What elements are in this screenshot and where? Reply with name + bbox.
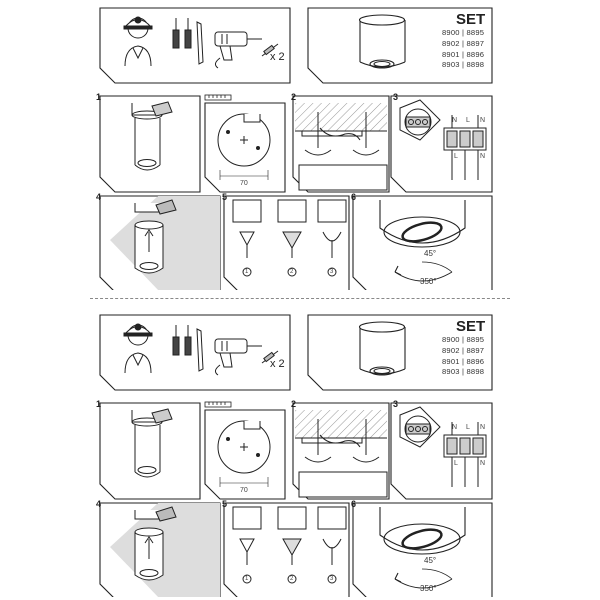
drill-icon	[214, 31, 262, 69]
terminal-label: L	[454, 153, 458, 160]
step3-drawing	[399, 406, 487, 487]
screwdriver-icon	[172, 18, 204, 65]
model-number: 8902 | 8897	[442, 345, 485, 355]
instruction-sheet-bottom: 1 2 3 4 5 6 x 2 SET 8900 | 8895 8902 | 8…	[0, 307, 600, 597]
terminal-label: N	[480, 117, 486, 124]
tilt-angle-label: 45°	[424, 249, 437, 258]
bulb-step-label: 1	[245, 576, 249, 582]
step-number-1: 1	[96, 399, 102, 409]
terminal-label: N	[480, 424, 486, 431]
step-number-6: 6	[351, 192, 357, 202]
set-panel	[307, 314, 493, 391]
ruler	[204, 94, 232, 101]
step1b-panel	[204, 409, 286, 500]
instruction-sheet-top: 1 2 3 4 5 6 x 2 SET 8900 | 8895 8902 | 8…	[0, 0, 600, 290]
rotate-angle-label: 350°	[420, 584, 437, 593]
mounting-plate	[217, 113, 271, 180]
step1-panel	[99, 95, 201, 193]
model-number: 8900 | 8895	[442, 335, 485, 344]
step1b-panel	[204, 102, 286, 193]
bulb-step-label: 3	[330, 269, 334, 275]
terminal-label: N	[452, 424, 458, 431]
step6-panel	[352, 502, 493, 597]
terminal-label: N	[452, 117, 458, 124]
sheet-drawing	[99, 7, 493, 290]
model-number: 8903 | 8898	[442, 60, 485, 70]
downlight-cylinder	[358, 14, 406, 69]
step2-drawing	[295, 103, 388, 191]
step2-drawing	[295, 410, 388, 498]
tools-panel	[99, 314, 291, 391]
step-number-4: 4	[96, 499, 102, 509]
model-number: 8903 | 8898	[442, 367, 485, 377]
step5-panel	[223, 195, 350, 290]
screwdriver-icon	[172, 325, 204, 372]
step-number-5: 5	[222, 499, 228, 509]
model-number: 8901 | 8896	[442, 356, 485, 366]
step-number-1: 1	[96, 92, 102, 102]
set-title: SET	[456, 318, 486, 335]
bulb-step-label: 2	[290, 269, 294, 275]
step3-drawing	[399, 99, 487, 180]
step1-drawing	[131, 101, 173, 171]
bulb-step-label: 3	[330, 576, 334, 582]
step5-drawing	[232, 199, 347, 277]
set-title: SET	[456, 11, 486, 28]
tools-panel	[99, 7, 291, 84]
terminal-label: N	[480, 460, 486, 467]
tool-quantity: x 2	[270, 51, 285, 63]
screw-anchor-icon	[261, 43, 279, 57]
model-list: 8900 | 8895 8902 | 8897 8901 | 8896 8903…	[442, 336, 484, 379]
sheet-drawing	[99, 314, 493, 597]
step-number-6: 6	[351, 499, 357, 509]
step2-panel	[292, 95, 390, 193]
ruler	[204, 401, 232, 408]
step5-panel	[223, 502, 350, 597]
step-number-3: 3	[393, 92, 399, 102]
step6-drawing	[379, 200, 466, 282]
dimension-label: 70	[240, 180, 248, 187]
step-number-2: 2	[291, 399, 297, 409]
step6-drawing	[379, 507, 466, 589]
mounting-plate	[217, 420, 271, 487]
step-number-5: 5	[222, 192, 228, 202]
bulb-step-label: 2	[290, 576, 294, 582]
step2-panel	[292, 402, 390, 500]
terminal-label: L	[466, 117, 470, 124]
step6-panel	[352, 195, 493, 290]
model-list: 8900 | 8895 8902 | 8897 8901 | 8896 8903…	[442, 29, 484, 72]
step3-panel	[390, 95, 493, 193]
terminal-label: L	[466, 424, 470, 431]
terminal-label: N	[480, 153, 486, 160]
step4-drawing	[134, 199, 177, 274]
cut-line-divider	[90, 298, 510, 299]
bulb-step-label: 1	[245, 269, 249, 275]
step1-drawing	[131, 408, 173, 478]
set-panel	[307, 7, 493, 84]
tool-quantity: x 2	[270, 358, 285, 370]
step1-panel	[99, 402, 201, 500]
drill-icon	[214, 338, 262, 376]
model-number: 8902 | 8897	[442, 38, 485, 48]
screw-anchor-icon	[261, 350, 279, 364]
step3-panel	[390, 402, 493, 500]
step-number-3: 3	[393, 399, 399, 409]
terminal-label: L	[454, 460, 458, 467]
downlight-cylinder	[358, 321, 406, 376]
step-number-2: 2	[291, 92, 297, 102]
model-number: 8901 | 8896	[442, 49, 485, 59]
model-number: 8900 | 8895	[442, 28, 485, 37]
tilt-angle-label: 45°	[424, 556, 437, 565]
dimension-label: 70	[240, 487, 248, 494]
rotate-angle-label: 350°	[420, 277, 437, 286]
step-number-4: 4	[96, 192, 102, 202]
step4-drawing	[134, 506, 177, 581]
step5-drawing	[232, 506, 347, 584]
worker-icon	[123, 16, 153, 67]
worker-icon	[123, 323, 153, 374]
